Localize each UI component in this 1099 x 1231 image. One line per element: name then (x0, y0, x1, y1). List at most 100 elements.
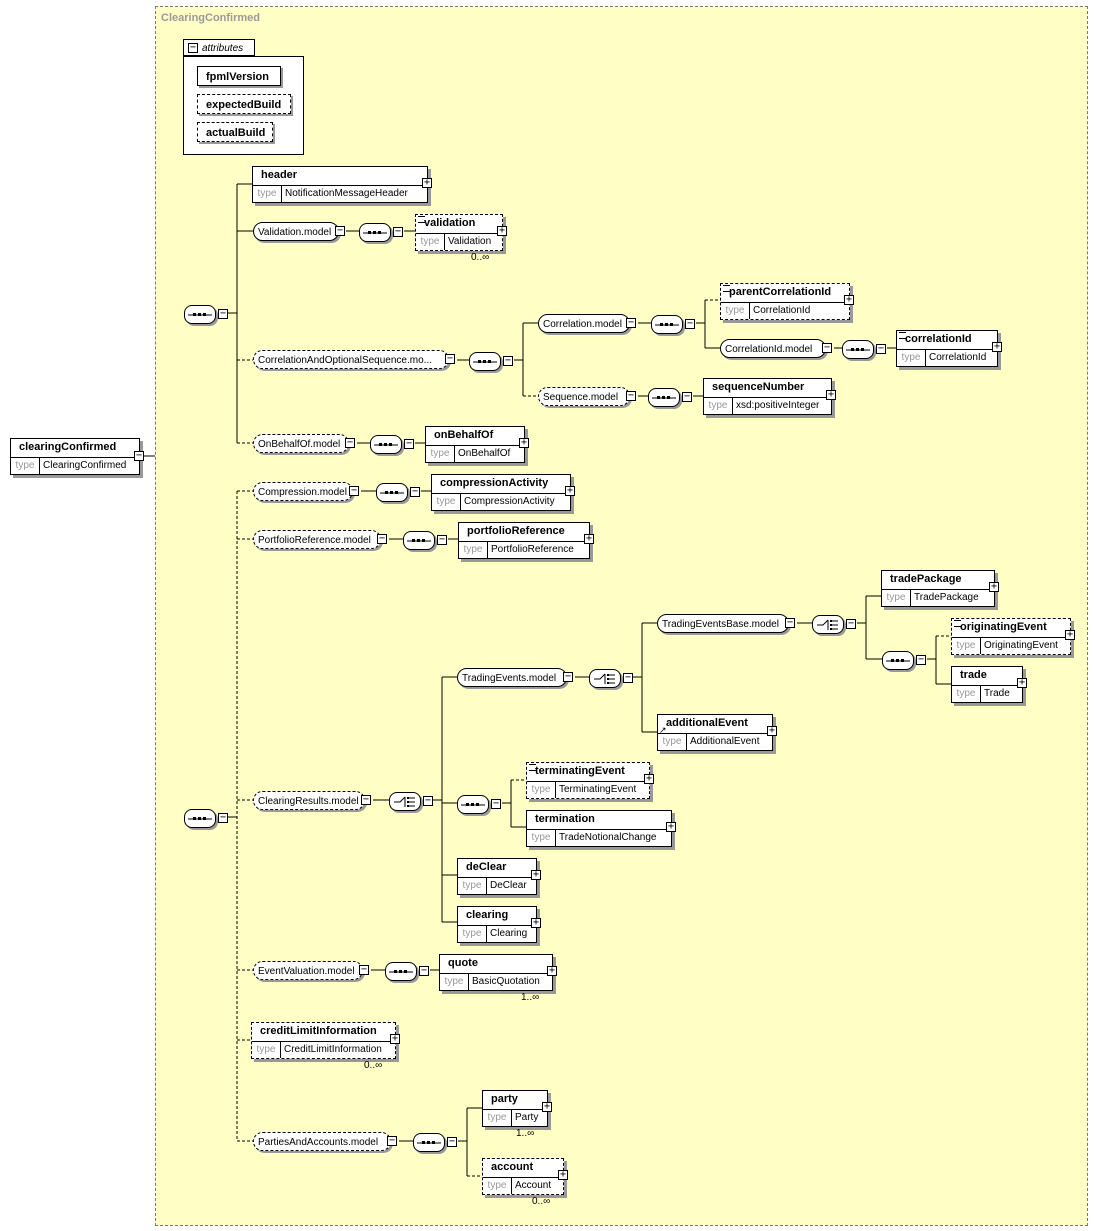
group-tradingevents-model[interactable]: TradingEvents.model (457, 668, 567, 687)
expand-terminatingEvent-icon[interactable]: + (644, 773, 654, 784)
expand-onBehalfOf-icon[interactable]: + (519, 437, 529, 448)
sequence-compositor[interactable] (842, 340, 874, 359)
collapse-correlation-model-icon[interactable]: − (626, 317, 636, 328)
sequence-compositor[interactable] (413, 1133, 445, 1152)
collapse-compression-model-icon[interactable]: − (349, 485, 359, 496)
collapse-correlationid-model-icon[interactable]: − (822, 342, 832, 353)
choice-compositor[interactable] (812, 615, 844, 634)
collapse-compositor-icon[interactable]: − (846, 618, 856, 629)
sequence-compositor[interactable] (651, 315, 683, 334)
attribute-fpmlVersion[interactable]: fpmlVersion (197, 66, 281, 86)
sequence-compositor[interactable] (457, 795, 489, 814)
collapse-compositor-icon[interactable]: − (218, 308, 228, 319)
collapse-compositor-icon[interactable]: − (682, 391, 692, 402)
collapse-compositor-icon[interactable]: − (404, 438, 414, 449)
expand-correlationId-icon[interactable]: + (992, 341, 1002, 352)
sequence-compositor[interactable] (882, 651, 914, 670)
attribute-actualBuild[interactable]: actualBuild (197, 122, 273, 142)
collapse-compositor-icon[interactable]: − (393, 226, 403, 237)
sequence-compositor[interactable] (469, 352, 501, 371)
choice-compositor[interactable] (589, 669, 621, 688)
group-correlation-seq-model[interactable]: CorrelationAndOptionalSequence.mo... (253, 350, 449, 369)
expand-creditLimitInformation-icon[interactable]: + (390, 1033, 400, 1044)
attributes-collapse-icon[interactable]: − (188, 42, 198, 53)
choice-compositor[interactable] (389, 792, 421, 811)
sequence-compositor[interactable] (648, 388, 680, 407)
collapse-tradingevents-model-icon[interactable]: − (563, 671, 573, 682)
expand-tradePackage-icon[interactable]: + (989, 581, 999, 592)
collapse-icon[interactable]: − (134, 450, 144, 461)
expand-parentCorrelationId-icon[interactable]: + (844, 294, 854, 305)
sequence-compositor[interactable] (376, 483, 408, 502)
expand-originatingEvent-icon[interactable]: + (1065, 629, 1075, 640)
collapse-tradingeventsbase-model-icon[interactable]: − (785, 617, 795, 628)
expand-quote-icon[interactable]: + (547, 965, 557, 976)
group-tradingeventsbase-model[interactable]: TradingEvents​Base.model (657, 614, 789, 633)
collapse-compositor-icon[interactable]: − (876, 343, 886, 354)
expand-validation-icon[interactable]: + (497, 225, 507, 236)
expand-header-icon[interactable]: + (422, 177, 432, 188)
collapse-onbehalfof-model-icon[interactable]: − (345, 437, 355, 448)
collapse-compositor-icon[interactable]: − (423, 795, 433, 806)
sequence-compositor[interactable] (385, 962, 417, 981)
expand-portfolioReference-icon[interactable]: + (584, 533, 594, 544)
collapse-correlation-seq-model-icon[interactable]: − (445, 353, 455, 364)
collapse-portfolioreference-model-icon[interactable]: − (377, 533, 387, 544)
expand-clearing-icon[interactable]: + (531, 917, 541, 928)
group-sequence-model[interactable]: Sequence.model (538, 387, 630, 406)
group-validation-model[interactable]: Validation.model (253, 222, 339, 241)
collapse-compositor-icon[interactable]: − (491, 798, 501, 809)
collapse-sequence-model-icon[interactable]: − (626, 390, 636, 401)
attributes-tab[interactable]: attributes (183, 39, 255, 56)
collapse-compositor-icon[interactable]: − (447, 1136, 457, 1147)
attribute-expectedBuild[interactable]: expectedBuild (197, 94, 291, 114)
expand-party-icon[interactable]: + (542, 1101, 552, 1112)
expand-account-icon[interactable]: + (558, 1169, 568, 1180)
sequence-compositor[interactable] (403, 531, 435, 550)
group-compression-model[interactable]: Compression.model (253, 482, 353, 501)
collapse-compositor-icon[interactable]: − (419, 965, 429, 976)
expand-sequenceNumber-icon[interactable]: + (826, 389, 836, 400)
expand-deClear-icon[interactable]: + (531, 869, 541, 880)
group-partiesandaccounts-model[interactable]: PartiesAndAccounts.model (253, 1132, 391, 1151)
expand-additionalEvent-icon[interactable]: + (767, 725, 777, 736)
collapse-compositor-icon[interactable]: − (218, 812, 228, 823)
collapse-compositor-icon[interactable]: − (623, 672, 633, 683)
group-portfolioreference-model[interactable]: PortfolioReference.model (253, 530, 381, 549)
sequence-compositor[interactable] (359, 223, 391, 242)
sequence-compositor[interactable] (184, 809, 216, 828)
collapse-compositor-icon[interactable]: − (685, 318, 695, 329)
group-correlation-model[interactable]: Correlation.model (538, 314, 630, 333)
collapse-eventvaluation-model-icon[interactable]: − (359, 964, 369, 975)
group-eventvaluation-model[interactable]: EventValuation.model (253, 961, 363, 980)
collapse-clearingresults-model-icon[interactable]: − (361, 794, 371, 805)
group-clearingresults-model[interactable]: ClearingResults.model (253, 791, 365, 810)
expand-termination-icon[interactable]: + (666, 821, 676, 832)
collapse-partiesandaccounts-model-icon[interactable]: − (387, 1135, 397, 1146)
expand-trade-icon[interactable]: + (1017, 677, 1027, 688)
collapse-compositor-icon[interactable]: − (916, 654, 926, 665)
sequence-compositor[interactable] (370, 435, 402, 454)
group-onbehalfof-model[interactable]: OnBehalfOf.model (253, 434, 349, 453)
collapse-validation-model-icon[interactable]: − (335, 225, 345, 236)
